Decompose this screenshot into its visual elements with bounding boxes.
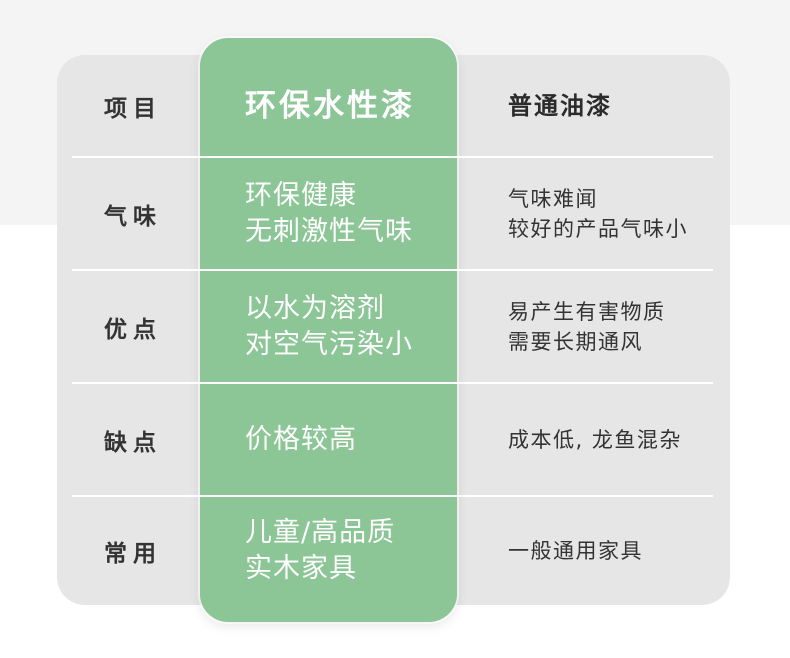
header-highlight-title: 环保水性漆 [245,88,415,124]
highlight-line: 无刺激性气味 [245,215,413,247]
other-line: 成本低, 龙鱼混杂 [508,427,682,452]
row-divider [72,156,713,158]
header-label: 项目 [104,96,162,122]
header-label-cell: 项目 [57,55,203,157]
table-row: 气味 环保健康 无刺激性气味 气味难闻 较好的产品气味小 [0,157,790,270]
other-line: 易产生有害物质 [508,299,666,324]
highlight-cell: 环保健康 无刺激性气味 [245,157,450,270]
table-row: 常用 儿童/高品质 实木家具 一般通用家具 [0,496,790,605]
highlight-column [200,38,457,622]
other-line: 需要长期通风 [508,329,643,354]
highlight-line: 儿童/高品质 [245,516,396,548]
table-header-row: 项目 环保水性漆 普通油漆 [0,55,790,157]
row-label: 优点 [104,316,162,343]
highlight-line: 对空气污染小 [245,328,413,360]
other-cell: 易产生有害物质 需要长期通风 [508,270,723,383]
other-cell: 一般通用家具 [508,496,723,605]
highlight-line: 价格较高 [245,423,357,455]
highlight-line: 环保健康 [245,179,357,211]
highlight-cell: 价格较高 [245,383,450,496]
table-row: 缺点 价格较高 成本低, 龙鱼混杂 [0,383,790,496]
other-cell: 气味难闻 较好的产品气味小 [508,157,723,270]
highlight-cell: 以水为溶剂 对空气污染小 [245,270,450,383]
row-label: 缺点 [104,429,162,456]
other-line: 气味难闻 [508,186,598,211]
highlight-cell: 儿童/高品质 实木家具 [245,496,450,605]
header-highlight-cell: 环保水性漆 [245,55,450,157]
row-label-cell: 常用 [57,496,203,605]
row-label-cell: 优点 [57,270,203,383]
highlight-line: 以水为溶剂 [245,292,385,324]
row-divider [72,495,713,497]
highlight-line: 实木家具 [245,552,357,584]
other-line: 一般通用家具 [508,538,643,563]
row-label: 常用 [104,540,162,567]
other-line: 较好的产品气味小 [508,216,688,241]
row-label-cell: 气味 [57,157,203,270]
row-label-cell: 缺点 [57,383,203,496]
row-divider [72,382,713,384]
header-other-cell: 普通油漆 [508,55,723,157]
other-cell: 成本低, 龙鱼混杂 [508,383,723,496]
row-label: 气味 [104,203,162,230]
header-other-title: 普通油漆 [508,92,612,120]
table-row: 优点 以水为溶剂 对空气污染小 易产生有害物质 需要长期通风 [0,270,790,383]
row-divider [72,269,713,271]
